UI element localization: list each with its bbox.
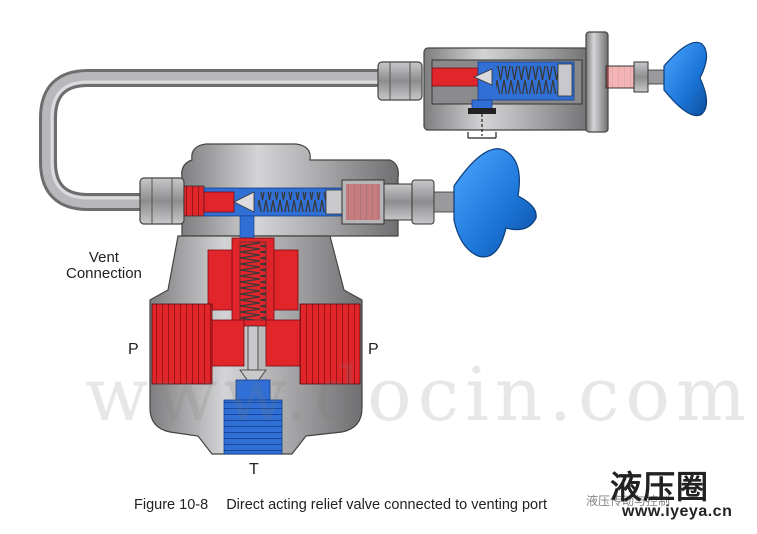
figure-caption: Figure 10-8 Direct acting relief valve c… [134, 497, 547, 513]
vent-tubing [39, 69, 390, 211]
iyeya-url: www.iyeya.cn [622, 503, 733, 520]
vent-connection-label: Vent Connection [66, 250, 142, 282]
main-relief-valve [139, 143, 537, 455]
pressure-port-right-label: P [368, 341, 379, 358]
pressure-port-left-label: P [128, 341, 139, 358]
remote-pilot-valve [377, 31, 708, 139]
figure-caption-text: Direct acting relief valve connected to … [226, 497, 547, 513]
docin-watermark: www.docin.com [85, 352, 753, 438]
iyeya-logo-text: 液压圈 [610, 468, 710, 506]
vent-label-line1: Vent [88, 249, 119, 266]
wechat-tag: 液压传动与控制 [586, 494, 671, 508]
iyeya-logo: 液压圈 [610, 462, 709, 508]
figure-number: Figure 10-8 [134, 497, 209, 513]
vent-label-line2: Connection [66, 265, 142, 282]
tank-port-label: T [249, 461, 259, 478]
